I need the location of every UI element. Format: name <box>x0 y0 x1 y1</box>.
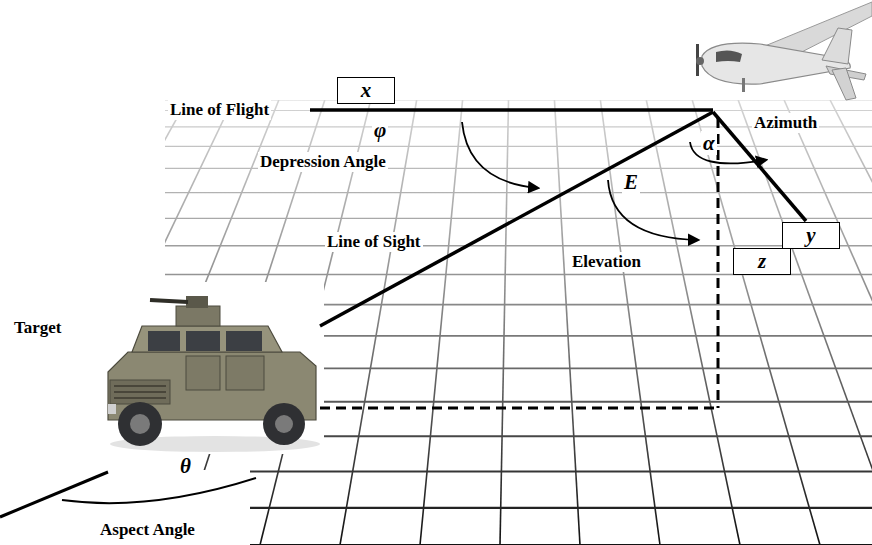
axis-name: y <box>806 225 815 246</box>
flight-label: Line of Flight <box>168 100 271 120</box>
grid-line <box>160 471 872 473</box>
axis-box: y <box>782 222 840 249</box>
angle-symbol: θ <box>178 454 193 478</box>
axis-box: x <box>337 77 395 104</box>
angle-label: Aspect Angle <box>98 520 197 540</box>
grid-line <box>692 100 820 545</box>
vertical-dashed-line <box>717 118 720 408</box>
grid-line <box>554 100 580 545</box>
grid-line <box>784 100 872 545</box>
angle-symbol: φ <box>372 118 388 142</box>
grid-line <box>500 100 509 545</box>
grid-line <box>420 100 463 545</box>
line-of-flight <box>310 108 713 112</box>
grid-line <box>160 192 872 193</box>
aircraft <box>696 2 872 100</box>
sight-label: Line of Sight <box>325 232 423 252</box>
aspect-arc <box>62 478 256 503</box>
target-ground <box>92 282 324 454</box>
angle-symbol: α <box>701 131 717 155</box>
ground-dashed-line <box>320 407 718 410</box>
aspect-line <box>0 472 108 517</box>
axis-box: z <box>733 248 791 275</box>
grid-line <box>646 100 740 545</box>
axis-name: z <box>758 251 766 272</box>
grid-line <box>160 507 872 509</box>
grid-line <box>0 100 3 545</box>
line-of-sight <box>320 112 713 326</box>
target-vehicle <box>108 296 320 452</box>
grid-line <box>160 146 872 147</box>
target-label: Target <box>12 318 64 338</box>
grid-line <box>160 544 872 545</box>
grid-line <box>160 245 872 246</box>
angle-label: Azimuth <box>752 113 819 133</box>
angle-symbol: E <box>622 170 640 194</box>
grid-line <box>830 100 872 545</box>
axis-name: x <box>361 80 372 101</box>
grid-line <box>0 100 95 545</box>
depression-arc <box>462 122 538 188</box>
angle-label: Depression Angle <box>258 152 388 172</box>
angle-label: Elevation <box>570 252 643 272</box>
ground-grid <box>0 100 872 545</box>
